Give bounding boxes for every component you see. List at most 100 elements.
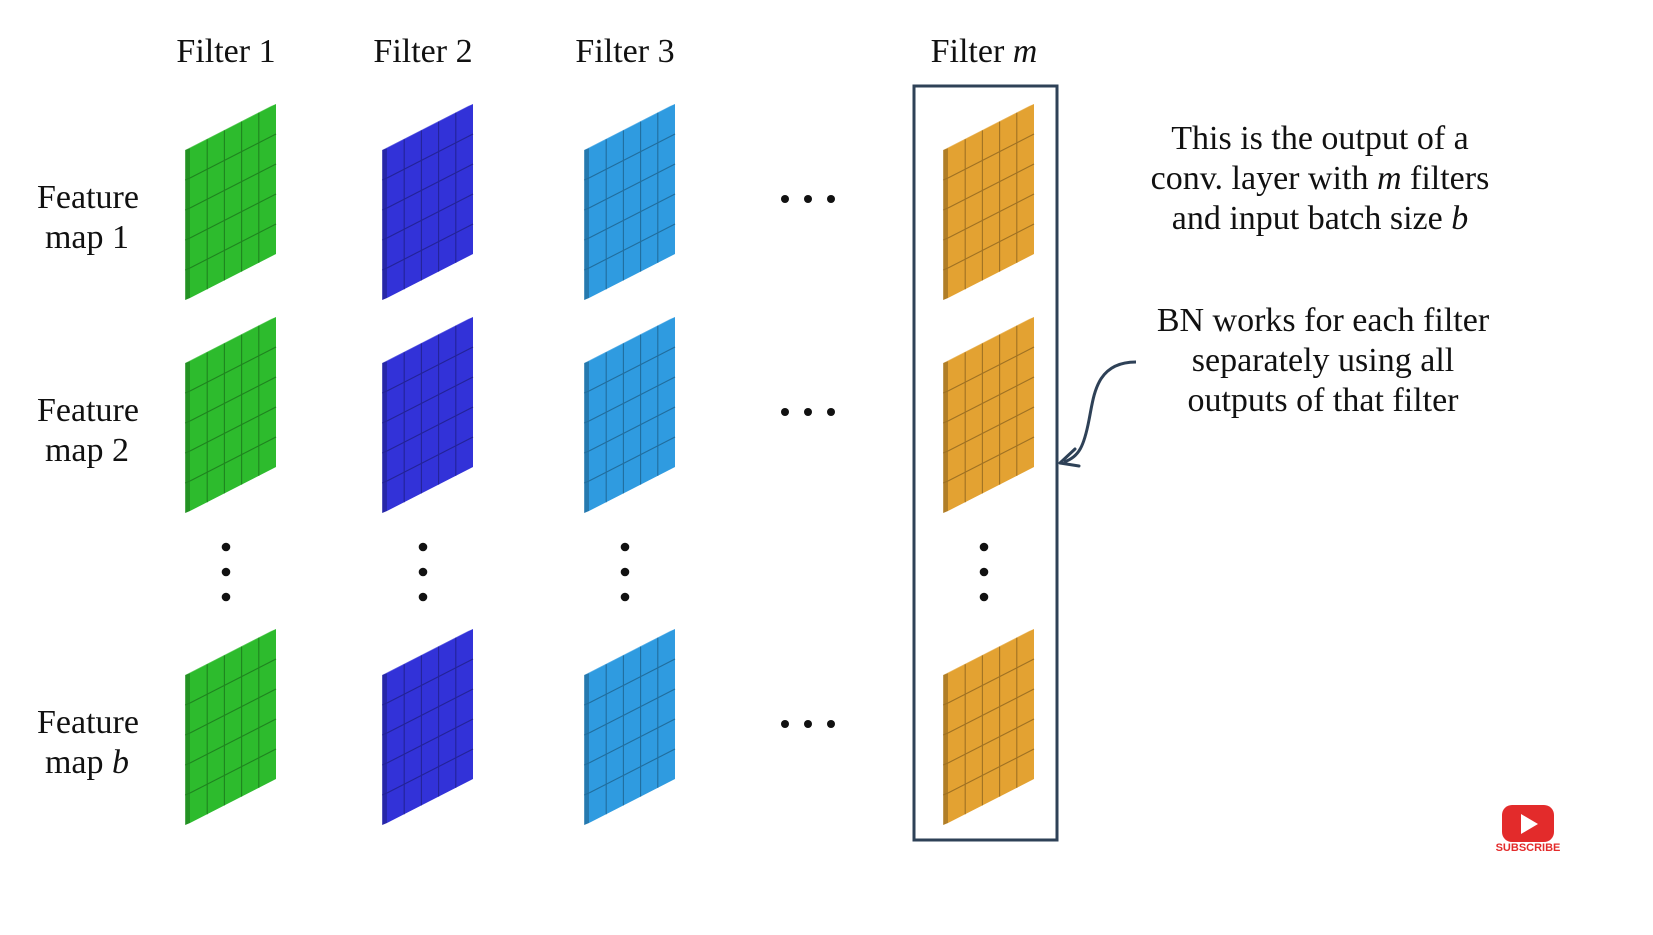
block-grid-line <box>588 718 676 764</box>
block-side-line <box>382 480 388 484</box>
dot <box>827 195 835 203</box>
block-grid-line <box>588 376 676 422</box>
block-grid-line <box>947 223 1035 269</box>
block-grid-line <box>189 163 277 209</box>
dot <box>827 408 835 416</box>
filter-header-text: Filter <box>575 33 657 70</box>
filter-header-index: 3 <box>658 33 675 70</box>
feature-map-label-index: 2 <box>112 432 129 469</box>
block-grid-line <box>947 688 1035 734</box>
arrow-head <box>1058 447 1081 468</box>
block-grid-line <box>386 658 474 704</box>
block-grid-line <box>588 163 676 209</box>
block-grid-line <box>588 133 676 179</box>
block-side-line <box>943 480 949 484</box>
block-grid-line <box>947 133 1035 179</box>
dot <box>804 720 812 728</box>
block-side-line <box>584 177 590 181</box>
block-grid-line <box>588 436 676 482</box>
vertical-ellipsis-icon <box>620 542 630 602</box>
block-side-line <box>943 267 949 271</box>
ellipsis-icon <box>781 195 835 203</box>
block-front-face <box>387 104 473 298</box>
block-grid-line <box>588 406 676 452</box>
block-front-face <box>948 104 1034 298</box>
block-top-face <box>382 629 473 675</box>
block-grid-line <box>189 193 277 239</box>
dot <box>221 567 231 577</box>
block-top-face <box>382 317 473 363</box>
output-note-line-part: m <box>1377 160 1402 197</box>
output-note-line: conv. layer with m filters <box>1151 160 1490 197</box>
block-front-face <box>589 104 675 298</box>
block-grid-line <box>947 193 1035 239</box>
block-side-line <box>185 702 191 706</box>
block-side-line <box>584 237 590 241</box>
feature-block-f1-r1 <box>185 104 277 300</box>
block-side-face <box>382 148 387 300</box>
filter-header-text: Filter <box>176 33 258 70</box>
block-side-face <box>584 361 589 513</box>
block-grid-line <box>386 688 474 734</box>
dot <box>221 592 231 602</box>
output-note-line-part: filters <box>1402 160 1490 197</box>
block-side-line <box>584 390 590 394</box>
block-side-line <box>584 480 590 484</box>
block-grid-line <box>947 376 1035 422</box>
block-grid-line <box>947 748 1035 794</box>
dot <box>221 542 231 552</box>
block-side-line <box>943 237 949 241</box>
feature-map-label-line1: Feature <box>37 179 139 216</box>
block-side-line <box>382 702 388 706</box>
block-side-face <box>382 361 387 513</box>
dot <box>781 408 789 416</box>
block-top-face <box>185 104 276 150</box>
filter-header-index: 2 <box>456 33 473 70</box>
output-note-line-part: This is the output of a <box>1171 120 1468 157</box>
dot <box>979 542 989 552</box>
block-front-face <box>190 317 276 511</box>
block-side-line <box>185 480 191 484</box>
bn-note-line-part: outputs of that filter <box>1187 382 1459 419</box>
block-side-face <box>185 673 190 825</box>
feature-block-f2-r2 <box>382 317 474 513</box>
block-side-face <box>382 673 387 825</box>
block-side-line <box>382 237 388 241</box>
vertical-ellipsis-icon <box>221 542 231 602</box>
block-top-face <box>584 629 675 675</box>
block-top-face <box>185 629 276 675</box>
block-side-line <box>584 267 590 271</box>
feature-map-label-word: map <box>45 219 112 256</box>
block-grid-line <box>588 223 676 269</box>
filter-header-index: m <box>1013 33 1038 70</box>
block-grid-line <box>386 193 474 239</box>
block-front-face <box>387 317 473 511</box>
block-side-line <box>382 207 388 211</box>
block-side-line <box>382 177 388 181</box>
block-top-face <box>584 317 675 363</box>
block-front-face <box>948 629 1034 823</box>
play-triangle <box>1521 814 1538 834</box>
block-side-line <box>584 207 590 211</box>
feature-block-f4-r2 <box>943 317 1035 513</box>
block-grid-line <box>386 718 474 764</box>
block-grid-line <box>947 658 1035 704</box>
feature-block-f2-r3 <box>382 629 474 825</box>
block-grid-line <box>588 658 676 704</box>
block-side-face <box>943 361 948 513</box>
block-side-line <box>382 762 388 766</box>
block-side-line <box>584 792 590 796</box>
block-side-line <box>185 420 191 424</box>
block-side-face <box>584 673 589 825</box>
block-grid-line <box>386 133 474 179</box>
feature-map-label-word: map <box>45 744 112 781</box>
block-grid-line <box>189 223 277 269</box>
block-side-line <box>584 762 590 766</box>
youtube-subscribe-icon[interactable]: SUBSCRIBE <box>1496 805 1561 854</box>
block-side-line <box>185 267 191 271</box>
dot <box>827 720 835 728</box>
block-grid-line <box>947 346 1035 392</box>
output-note-line: and input batch size b <box>1172 200 1468 237</box>
